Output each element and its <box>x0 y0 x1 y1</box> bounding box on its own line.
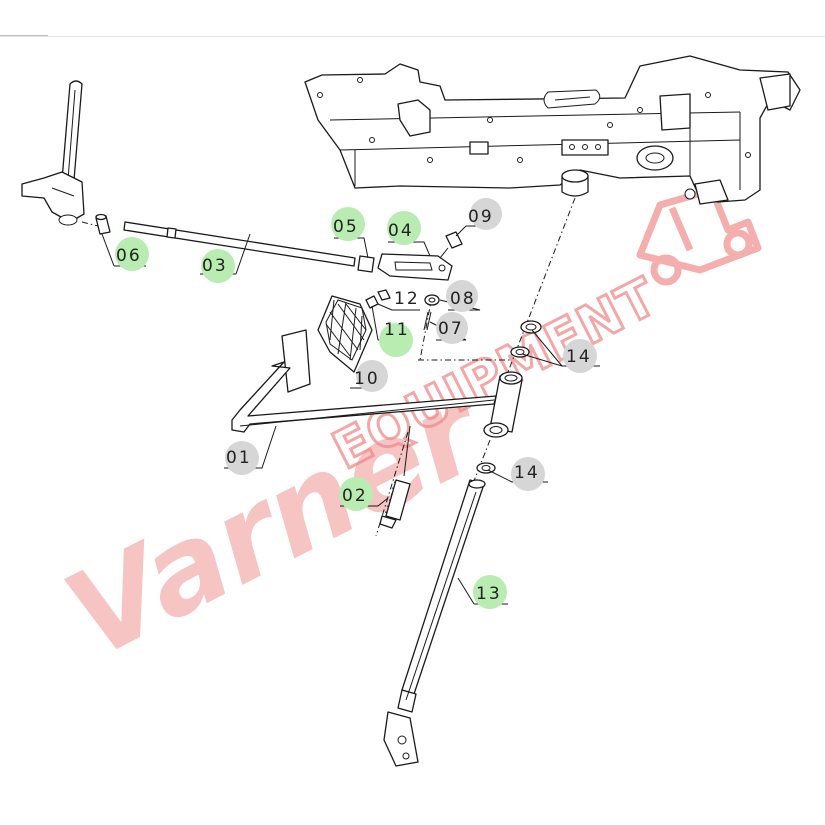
callout-01: 01 <box>226 448 252 468</box>
callout-12: 12 <box>394 289 420 309</box>
callout-14-lower: 14 <box>514 463 540 483</box>
callout-marker-09 <box>470 198 502 230</box>
callout-marker-10 <box>356 360 388 392</box>
part-09-pin <box>439 231 463 259</box>
callout-marker-01 <box>225 441 259 475</box>
part-13-shaft <box>383 479 486 767</box>
callout-10: 10 <box>354 369 380 389</box>
part-12-pin <box>365 289 391 309</box>
part-06-bushing <box>95 213 111 235</box>
watermark-truck-logo <box>636 186 762 286</box>
part-04-clevis <box>377 253 453 281</box>
callout-09: 09 <box>468 207 494 227</box>
tractor-frame <box>304 55 801 205</box>
callout-marker-07 <box>436 312 468 344</box>
part-02-spring <box>379 425 411 529</box>
callouts: 06 03 05 04 09 12 08 11 07 10 14 01 1 <box>115 198 597 609</box>
pedal-hub-sleeve <box>489 371 523 433</box>
callout-11: 11 <box>384 320 410 340</box>
top-border <box>0 36 825 37</box>
callout-marker-03 <box>201 249 235 283</box>
callout-marker-14-lower <box>511 457 545 491</box>
callout-14-upper: 14 <box>566 347 592 367</box>
callout-marker-06 <box>115 237 149 271</box>
callout-marker-14-upper <box>563 339 597 373</box>
callout-marker-05 <box>331 207 365 241</box>
part-10-pedal-pad <box>317 295 373 373</box>
callout-marker-13 <box>473 575 507 609</box>
callout-08: 08 <box>450 289 476 309</box>
part-07-cotter-pin <box>423 311 432 331</box>
part-08-washer <box>424 294 440 306</box>
callout-05: 05 <box>333 217 359 237</box>
callout-04: 04 <box>388 221 414 241</box>
callout-marker-04 <box>387 211 421 245</box>
brake-shaft-lever <box>21 80 85 226</box>
callout-marker-02 <box>339 477 373 511</box>
callout-13: 13 <box>476 584 502 604</box>
callout-marker-08 <box>446 280 478 312</box>
callout-marker-11 <box>379 323 413 357</box>
part-01-pedal-arm <box>231 329 497 433</box>
part-05-nut <box>357 255 375 273</box>
callout-02: 02 <box>342 486 368 506</box>
callout-07: 07 <box>438 319 464 339</box>
callout-06: 06 <box>116 246 142 266</box>
callout-03: 03 <box>202 256 228 276</box>
part-14-washers-lower <box>476 422 509 474</box>
part-03-rod <box>123 221 356 267</box>
